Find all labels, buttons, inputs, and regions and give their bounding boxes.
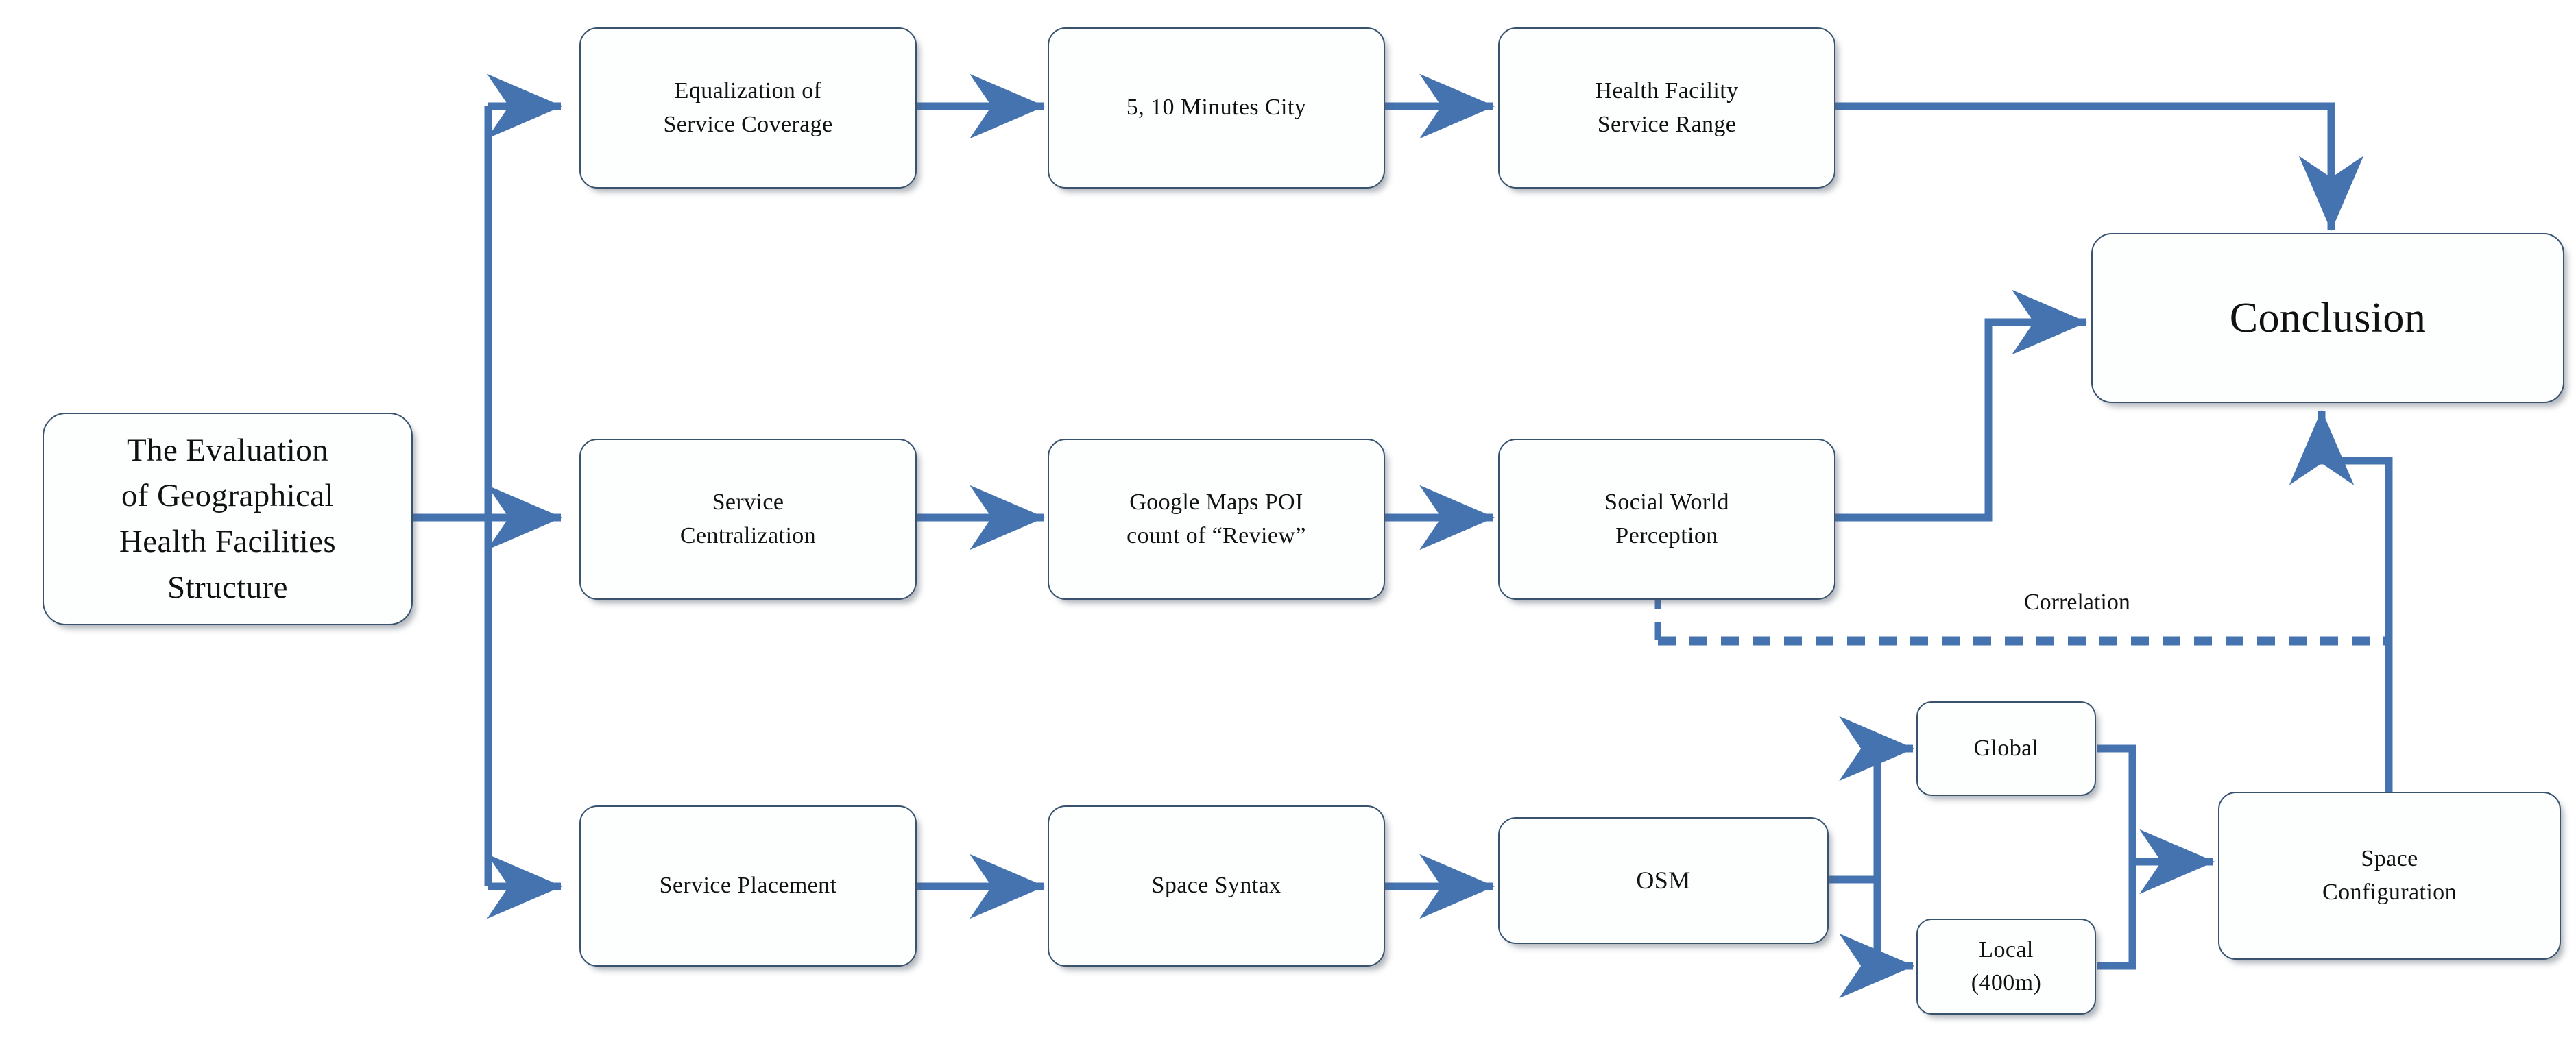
node-conclusion[interactable]: Conclusion [2091,233,2564,403]
node-social-world-label: Social World Perception [1604,489,1729,548]
node-health-facility-service-range[interactable]: Health Facility Service Range [1498,27,1835,189]
node-service-placement[interactable]: Service Placement [579,805,917,967]
node-global[interactable]: Global [1916,701,2096,796]
node-osm-label: OSM [1636,866,1691,894]
node-local-label: Local (400m) [1971,936,2042,995]
node-service-range-label: Health Facility Service Range [1595,78,1739,137]
node-google-maps-poi[interactable]: Google Maps POI count of “Review” [1048,439,1385,600]
node-root[interactable]: The Evaluation of Geographical Health Fa… [43,413,413,625]
node-placement-label: Service Placement [659,873,837,899]
node-minutes-city-label: 5, 10 Minutes City [1126,95,1307,121]
node-service-centralization[interactable]: Service Centralization [579,439,917,600]
node-conclusion-label: Conclusion [2229,294,2427,341]
node-social-world-perception[interactable]: Social World Perception [1498,439,1835,600]
node-osm[interactable]: OSM [1498,817,1829,944]
node-google-poi-label: Google Maps POI count of “Review” [1127,489,1306,548]
edge-space-config-to-conclusion [2289,409,2393,795]
edge-label-correlation: Correlation [2024,590,2130,616]
edge-service-range-to-conclusion [1832,102,2364,232]
node-space-syntax[interactable]: Space Syntax [1048,805,1385,967]
node-minutes-city[interactable]: 5, 10 Minutes City [1048,27,1385,189]
node-space-syntax-label: Space Syntax [1151,873,1281,899]
node-space-config-label: Space Configuration [2322,846,2457,905]
node-global-label: Global [1973,735,2039,761]
node-root-label: The Evaluation of Geographical Health Fa… [119,432,337,605]
node-local-400m[interactable]: Local (400m) [1916,919,2096,1015]
node-centralization-label: Service Centralization [679,489,817,548]
node-equalization-of-service-coverage[interactable]: Equalization of Service Coverage [579,27,917,189]
edge-global-to-merge [2097,744,2136,862]
node-space-configuration[interactable]: Space Configuration [2218,792,2561,960]
correlation-text: Correlation [2024,590,2130,615]
edge-social-world-to-conclusion [1832,289,2088,522]
node-equalization-label: Equalization of Service Coverage [663,78,833,137]
edge-local-to-merge [2097,862,2136,970]
